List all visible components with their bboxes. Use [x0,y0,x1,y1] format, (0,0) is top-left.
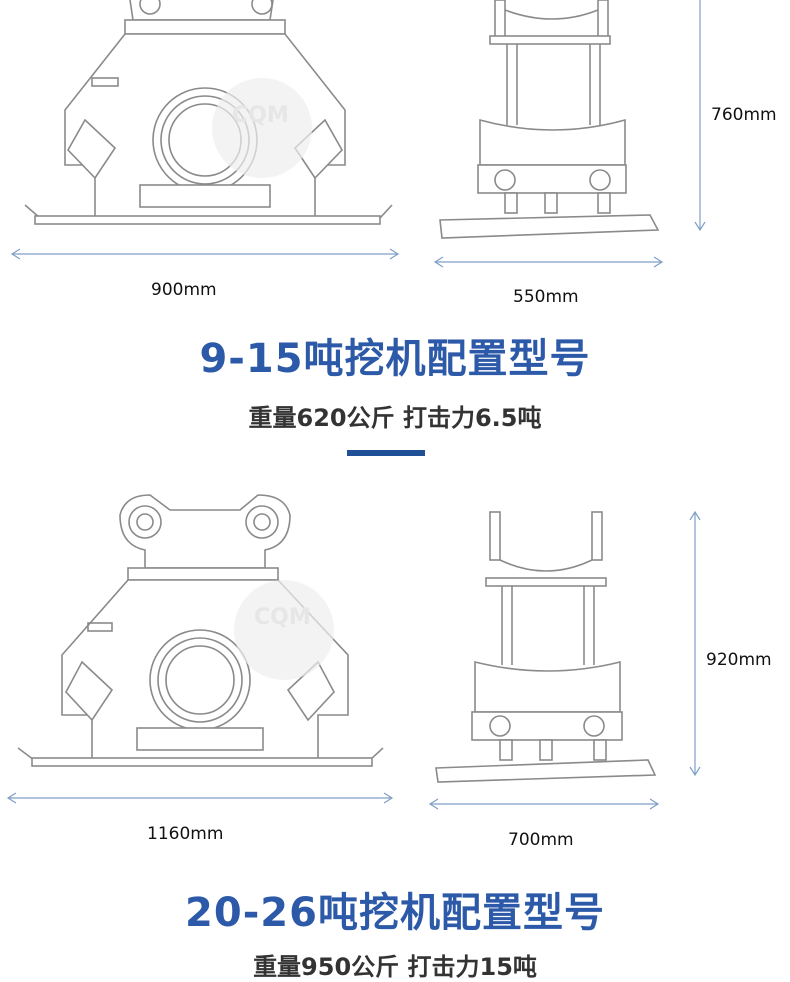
section-divider [347,450,425,456]
dimension-lines-2 [6,510,701,810]
watermark-text-1: CQM [232,103,289,128]
spec-subtitle-1: 重量620公斤 打击力6.5吨 [248,404,542,432]
height-label-2: 920mm [706,650,772,670]
depth-label-2: 700mm [508,830,574,850]
compactor-side-drawing-1 [439,0,660,239]
spec-title-2: 20-26吨挖机配置型号 [185,890,605,936]
compactor-front-drawing-1 [24,0,393,225]
depth-label-1: 550mm [513,287,579,307]
section1-drawings: CQM [10,0,706,268]
watermark-text-2: CQM [254,605,311,630]
watermark-logo-1: CQM [212,78,312,178]
width-label-1: 900mm [151,280,217,300]
watermark-logo-2: CQM [234,580,334,680]
width-label-2: 1160mm [147,824,224,844]
height-label-1: 760mm [711,105,777,125]
compactor-front-drawing-2 [17,494,384,767]
spec-subtitle-2: 重量950公斤 打击力15吨 [253,953,537,981]
compactor-side-drawing-2 [435,511,657,783]
section2-drawings: CQM [6,494,701,810]
spec-title-1: 9-15吨挖机配置型号 [199,336,591,382]
dimension-lines-1 [10,0,706,268]
